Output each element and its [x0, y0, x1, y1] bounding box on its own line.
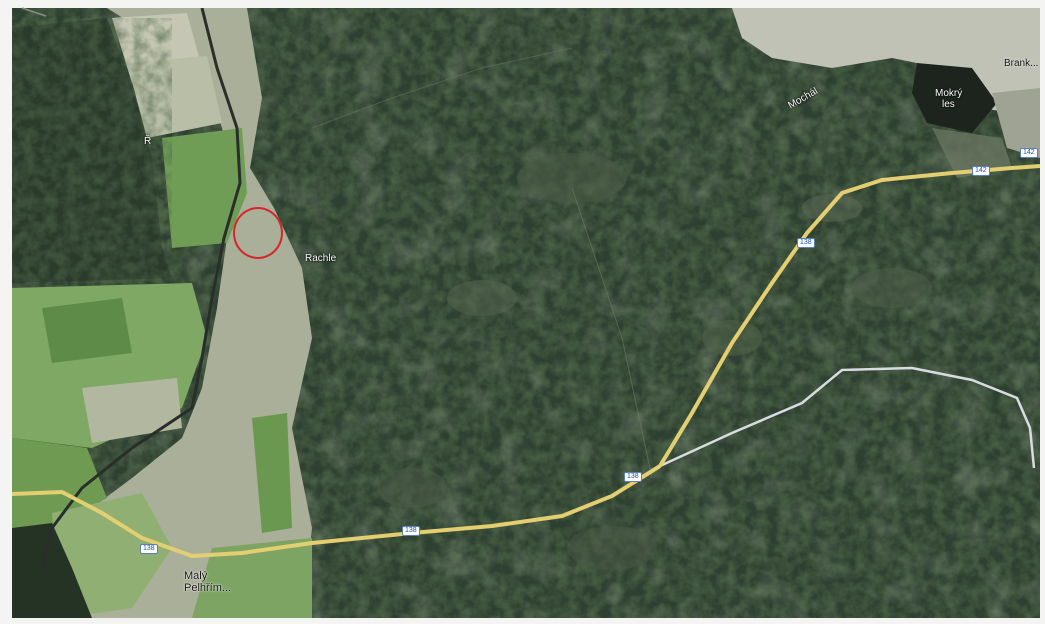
meadow-1 — [162, 128, 247, 248]
meadow-5 — [42, 298, 132, 363]
road-shield: 138 — [140, 544, 158, 554]
place-label-les: les — [942, 99, 955, 110]
open-fields-west — [52, 8, 312, 618]
main-road-south — [12, 464, 662, 559]
road-shield: 138 — [402, 526, 420, 536]
satellite-map[interactable]: Brank... Mochál Mokrý les Rachle Ř Malý … — [12, 8, 1040, 618]
road-shield: 142 — [972, 166, 990, 176]
place-label-brank: Brank... — [1004, 58, 1039, 69]
forest-southwest — [12, 523, 92, 618]
village-label-2: Pelhřím... — [184, 582, 232, 594]
track-west — [40, 8, 242, 569]
scan-corner-mark — [21, 7, 47, 17]
place-label-rachle: Rachle — [305, 253, 337, 264]
open-land-northeast — [732, 8, 1040, 118]
meadow-8 — [252, 413, 292, 533]
place-label-mokry: Mokrý — [935, 88, 963, 99]
village-label-1: Malý — [184, 570, 208, 582]
meadow-3 — [127, 56, 222, 138]
dark-pond-area — [912, 63, 997, 133]
place-label-field: Ř — [144, 136, 152, 147]
location-marker-circle[interactable] — [233, 207, 283, 259]
road-shield: 138 — [797, 238, 815, 248]
meadow-7 — [12, 438, 107, 528]
satellite-imagery — [12, 8, 1040, 618]
minor-road — [659, 366, 1036, 469]
road-shield: 138 — [624, 472, 642, 482]
meadow-9 — [192, 538, 312, 618]
field-strip — [52, 493, 172, 618]
meadow-6 — [82, 378, 182, 443]
road-shield: 142 — [1020, 148, 1038, 158]
